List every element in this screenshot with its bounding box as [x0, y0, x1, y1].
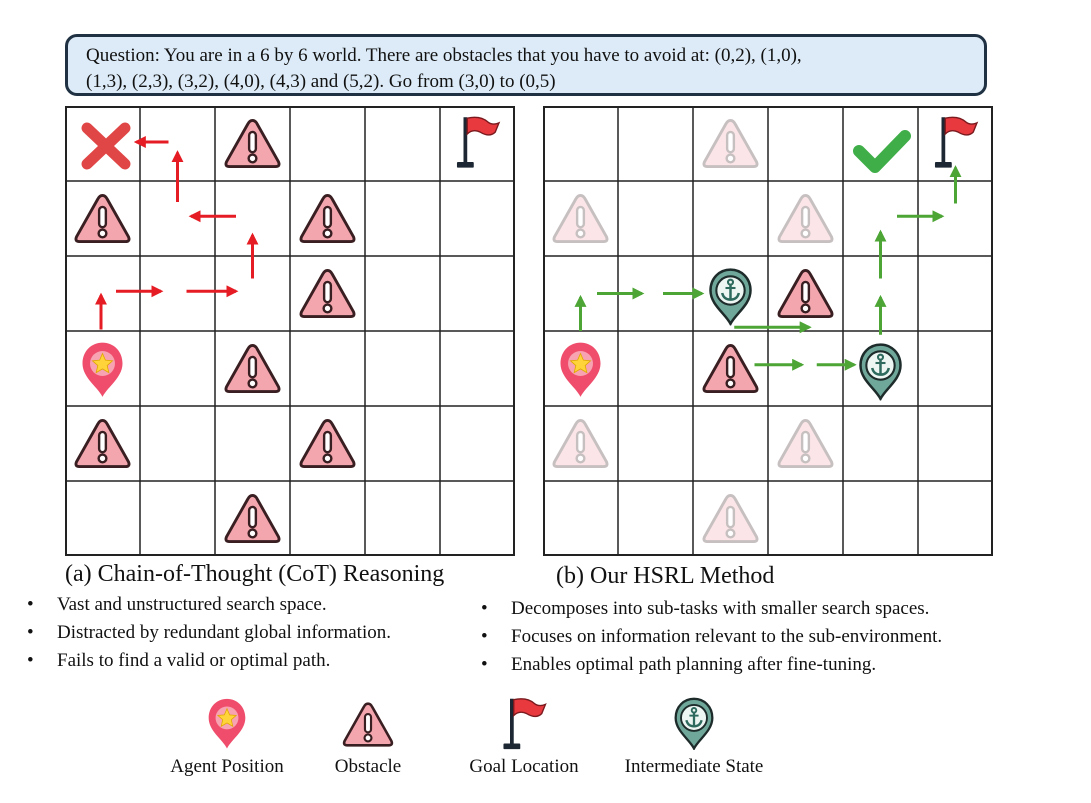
legend-label: Intermediate State: [624, 756, 764, 777]
list-item: Decomposes into sub-tasks with smaller s…: [481, 595, 942, 623]
list-item: Distracted by redundant global informati…: [27, 619, 391, 647]
flag-icon: [500, 695, 548, 751]
hsrl-grid: [543, 106, 993, 556]
legend-agent: Agent Position: [162, 695, 292, 778]
cot-bullet-list: Vast and unstructured search space. Dist…: [27, 591, 391, 675]
check-icon: [853, 130, 911, 173]
legend-label: Agent Position: [170, 756, 284, 777]
hsrl-bullet-list: Decomposes into sub-tasks with smaller s…: [481, 595, 942, 679]
question-line-1: Question: You are in a 6 by 6 world. The…: [86, 45, 802, 66]
list-item: Vast and unstructured search space.: [27, 591, 391, 619]
list-item: Enables optimal path planning after fine…: [481, 651, 942, 679]
legend-label: Goal Location: [469, 756, 579, 777]
hsrl-caption: (b) Our HSRL Method: [556, 563, 775, 589]
cot-caption: (a) Chain-of-Thought (CoT) Reasoning: [65, 561, 445, 587]
anchor-marker-icon: [671, 695, 717, 750]
legend-label: Obstacle: [334, 756, 402, 777]
agent-marker-icon: [204, 695, 250, 750]
question-box: Question: You are in a 6 by 6 world. The…: [65, 34, 987, 96]
cot-grid: [65, 106, 515, 556]
legend-intermediate: Intermediate State: [606, 695, 782, 778]
legend-obstacle: Obstacle: [318, 695, 418, 778]
cross-icon: [81, 122, 131, 170]
list-item: Focuses on information relevant to the s…: [481, 623, 942, 651]
legend-goal: Goal Location: [454, 695, 594, 778]
list-item: Fails to find a valid or optimal path.: [27, 647, 391, 675]
warning-icon: [342, 701, 394, 748]
question-line-2: (1,3), (2,3), (3,2), (4,0), (4,3) and (5…: [86, 71, 556, 92]
